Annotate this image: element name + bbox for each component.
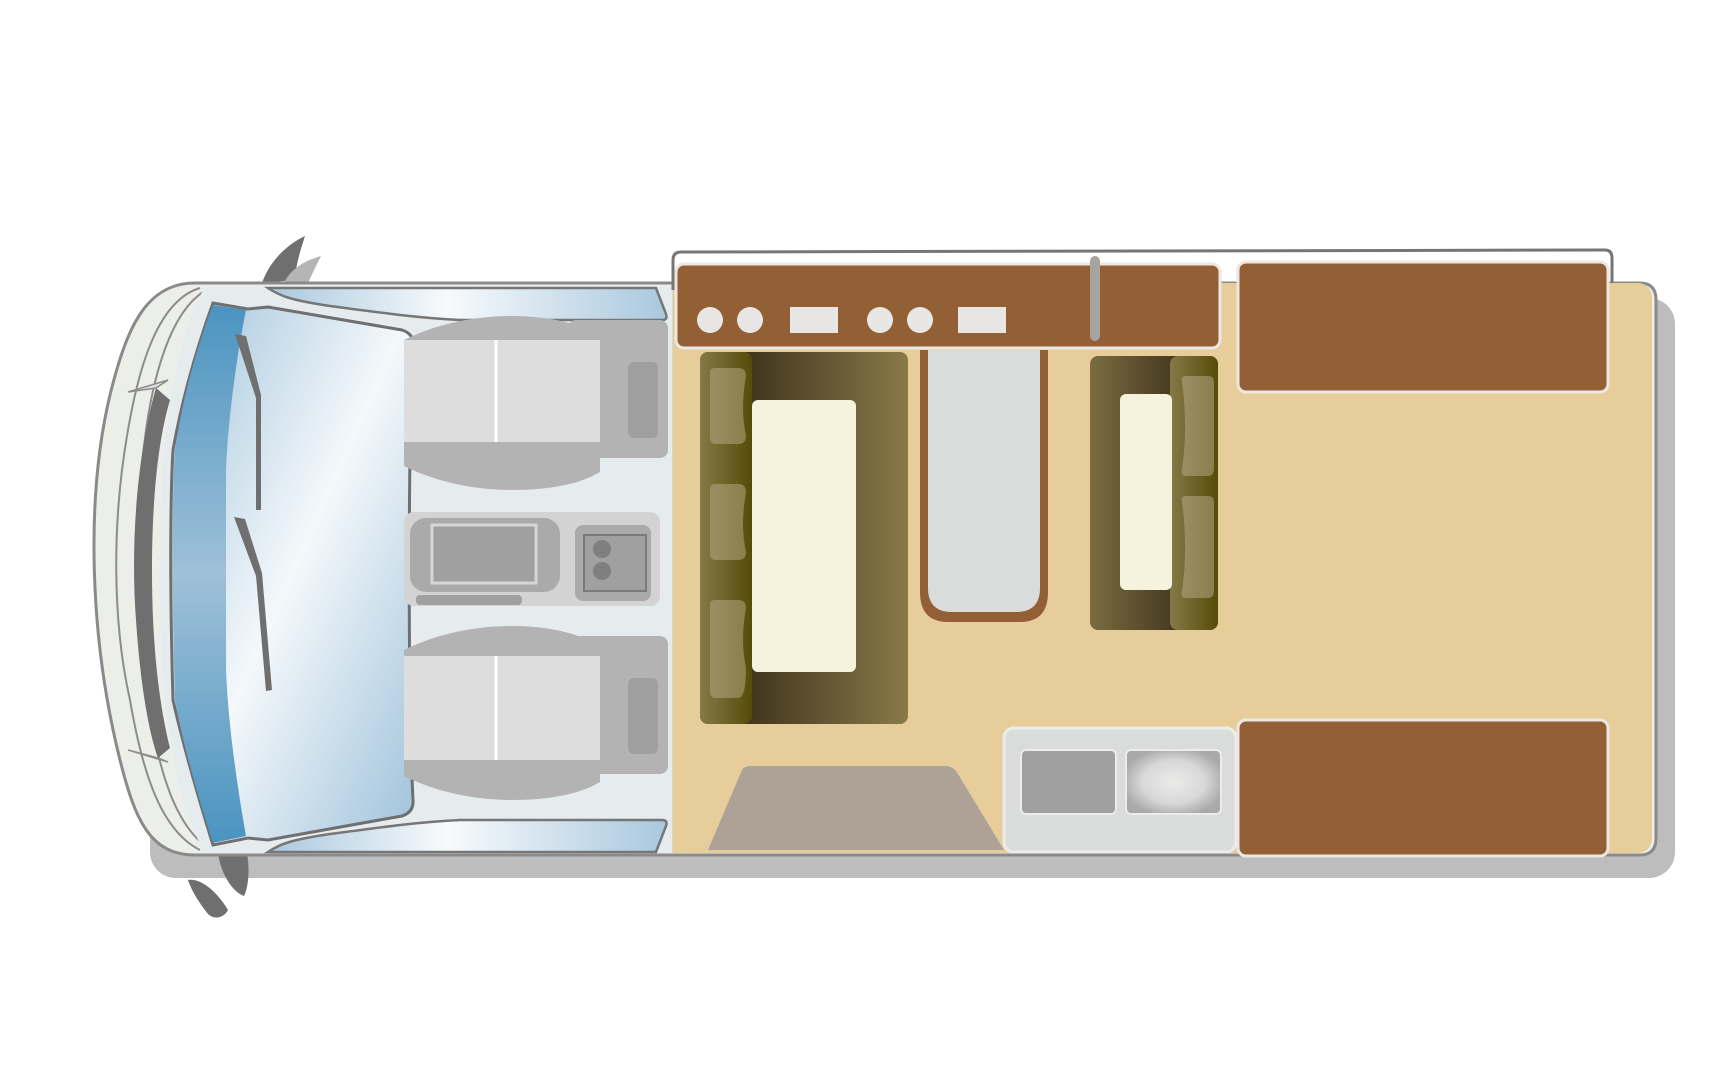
driver-seat	[404, 626, 668, 800]
kitchenette	[1002, 726, 1238, 854]
side-window-top	[263, 286, 668, 322]
sink-icon	[1020, 749, 1117, 815]
center-console	[404, 512, 660, 606]
rear-bed-bottom	[1236, 718, 1610, 858]
stove-burner-icon	[1125, 749, 1222, 815]
cabinet-controls[interactable]	[697, 307, 1006, 333]
side-mirror-top-icon	[262, 236, 321, 288]
rear-bed-top	[1236, 260, 1610, 394]
l-shaped-sofa	[700, 352, 908, 724]
switch-panel-icon[interactable]	[958, 307, 1006, 333]
knob-icon[interactable]	[907, 307, 933, 333]
table	[920, 350, 1048, 622]
wiper-icon	[234, 334, 272, 691]
awning-rail	[671, 248, 1614, 290]
knob-icon[interactable]	[697, 307, 723, 333]
overhead-cabinet	[674, 256, 1222, 350]
windshield	[169, 301, 415, 847]
passenger-seat	[404, 316, 668, 490]
entry-step	[708, 766, 1004, 850]
side-window-bottom	[263, 818, 668, 854]
second-sofa	[1090, 356, 1218, 630]
switch-panel-icon[interactable]	[790, 307, 838, 333]
knob-icon[interactable]	[737, 307, 763, 333]
knob-icon[interactable]	[867, 307, 893, 333]
